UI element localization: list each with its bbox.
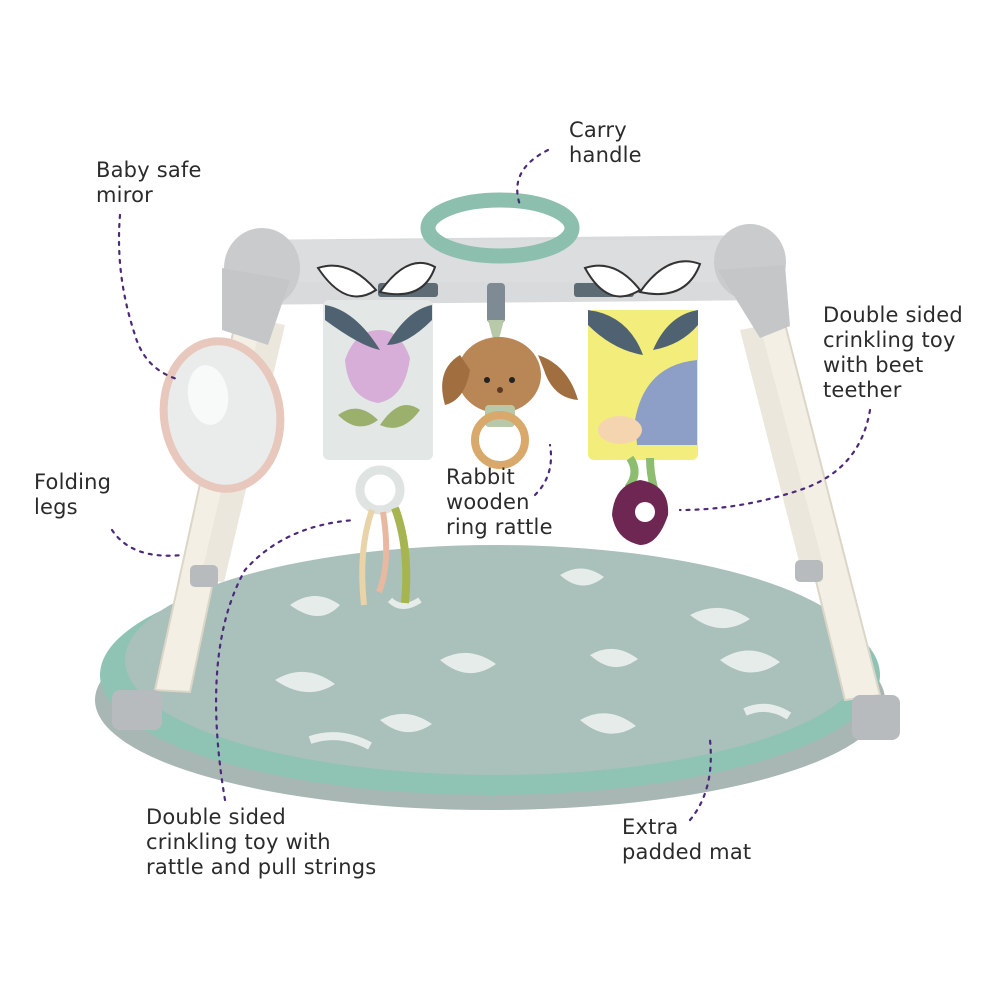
string-toy-label: Double sided crinkling toy with rattle a… (146, 805, 376, 880)
callout-lines (110, 148, 872, 822)
string-crinkle-toy (316, 262, 437, 606)
rabbit-rattle-label: Rabbit wooden ring rattle (446, 465, 553, 540)
gym-frame (222, 224, 790, 345)
callout-line-folding-legs (110, 528, 184, 557)
rabbit-ring-rattle (442, 320, 578, 469)
callout-line-mirror (117, 213, 182, 382)
label-line: teether (823, 378, 902, 402)
beet-toy-label: Double sided crinkling toy with beet tee… (823, 303, 963, 403)
label-line: Baby safe (96, 158, 202, 182)
label-line: wooden (446, 490, 530, 514)
mirror-label: Baby safe miror (96, 158, 202, 208)
callout-line-padded-mat (688, 738, 712, 822)
label-line: ring rattle (446, 515, 553, 539)
callout-line-rabbit-rattle (533, 443, 553, 497)
label-line: legs (34, 495, 78, 519)
folding-legs-label: Folding legs (34, 470, 111, 520)
label-line: crinkling toy (823, 328, 956, 352)
padded-mat-label: Extra padded mat (622, 815, 751, 865)
beet-crinkle-toy (583, 260, 702, 545)
label-line: Double sided (146, 805, 286, 829)
callout-line-beet-toy (678, 408, 872, 512)
baby-safe-mirror (159, 337, 285, 493)
label-line: with beet (823, 353, 924, 377)
label-line: padded mat (622, 840, 752, 864)
label-line: Carry (569, 118, 627, 142)
label-line: miror (96, 183, 153, 207)
label-line: Folding (34, 470, 112, 494)
label-line: Rabbit (446, 465, 515, 489)
callout-line-carry-handle (516, 148, 550, 207)
label-line: Double sided (823, 303, 963, 327)
carry-handle (420, 192, 580, 264)
carry-handle-label: Carry handle (569, 118, 642, 168)
label-line: handle (569, 143, 642, 167)
padded-mat (95, 545, 885, 810)
label-line: Extra (622, 815, 679, 839)
label-line: rattle and pull strings (146, 855, 377, 879)
label-line: crinkling toy with (146, 830, 331, 854)
